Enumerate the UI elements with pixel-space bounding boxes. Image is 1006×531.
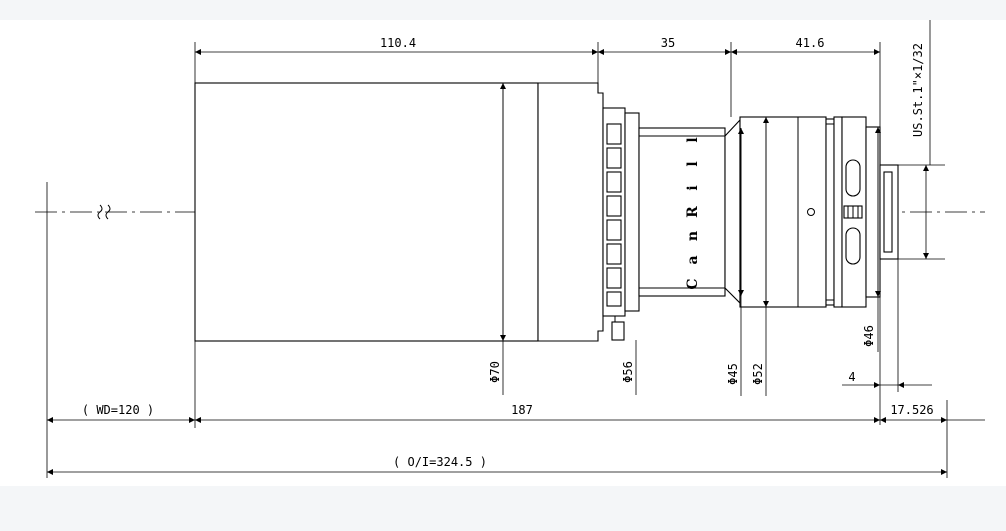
bottom-band <box>0 486 1006 531</box>
brand-letter-i: i <box>685 185 701 190</box>
brand-letter-l2: l <box>685 137 701 142</box>
dim-phi56: Φ56 <box>621 361 635 383</box>
dim-phi46: Φ46 <box>862 325 876 347</box>
dim-187: 187 <box>511 403 533 417</box>
brand-letter-l1: l <box>685 161 701 166</box>
break-symbol <box>97 204 111 220</box>
adjustment-ring <box>833 116 881 308</box>
top-band <box>0 0 1006 20</box>
dim-phi52: Φ52 <box>751 363 765 385</box>
brand-letter-r: R <box>685 206 701 218</box>
mid-tube <box>638 118 741 305</box>
brand-letter-c: C <box>685 278 701 289</box>
brand-letter-n: n <box>685 231 701 241</box>
dim-110-4: 110.4 <box>380 36 416 50</box>
dim-35: 35 <box>661 36 675 50</box>
mount-thread <box>879 164 899 260</box>
knurled-ring <box>602 107 640 341</box>
main-barrel <box>194 82 604 342</box>
brand-logo: C a n R i l l <box>685 137 701 289</box>
dim-4: 4 <box>848 370 855 384</box>
dim-17-526: 17.526 <box>890 403 933 417</box>
brand-letter-a: a <box>685 255 701 264</box>
dim-thread: US.St.1"×1/32 <box>911 43 925 137</box>
dim-wd: ( WD=120 ) <box>82 403 154 417</box>
dim-phi70: Φ70 <box>488 361 502 383</box>
dim-phi45: Φ45 <box>726 363 740 385</box>
dim-41-6: 41.6 <box>796 36 825 50</box>
front-section <box>739 116 835 308</box>
dim-oi: ( O/I=324.5 ) <box>393 455 487 469</box>
